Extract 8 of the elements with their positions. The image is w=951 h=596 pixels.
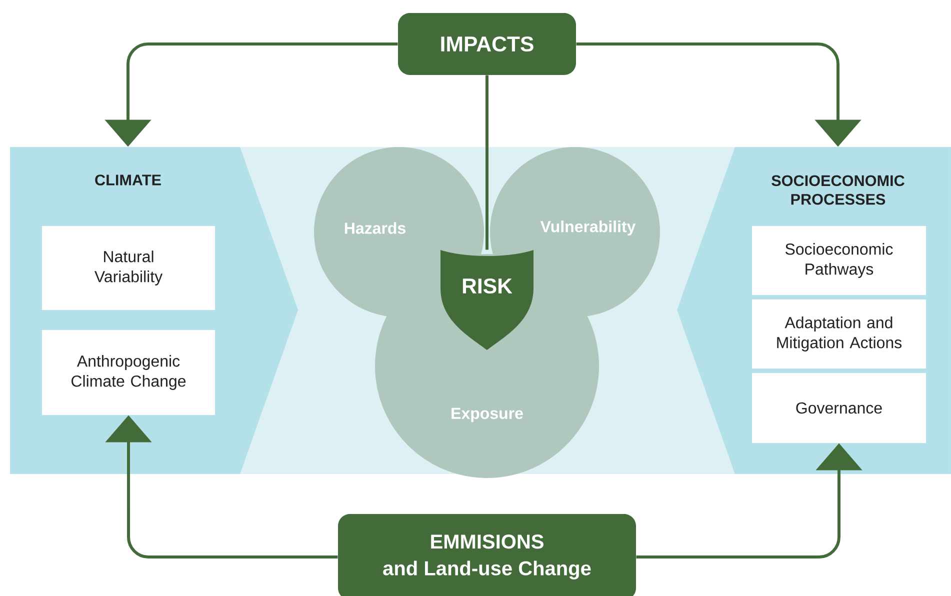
text-box: Natural Variability [42, 226, 215, 310]
node-label: Exposure [452, 408, 523, 422]
text-box: Governance [752, 373, 926, 443]
text-box: Anthropogenic Climate Change [42, 330, 215, 415]
text-box: Socioeconomic Pathways [752, 226, 926, 295]
text-box: Adaptation and Mitigation Actions [752, 300, 926, 368]
impact-box: IMPACTS [398, 13, 576, 75]
impact-box: EMMISIONS and Land-use Change [338, 514, 636, 596]
